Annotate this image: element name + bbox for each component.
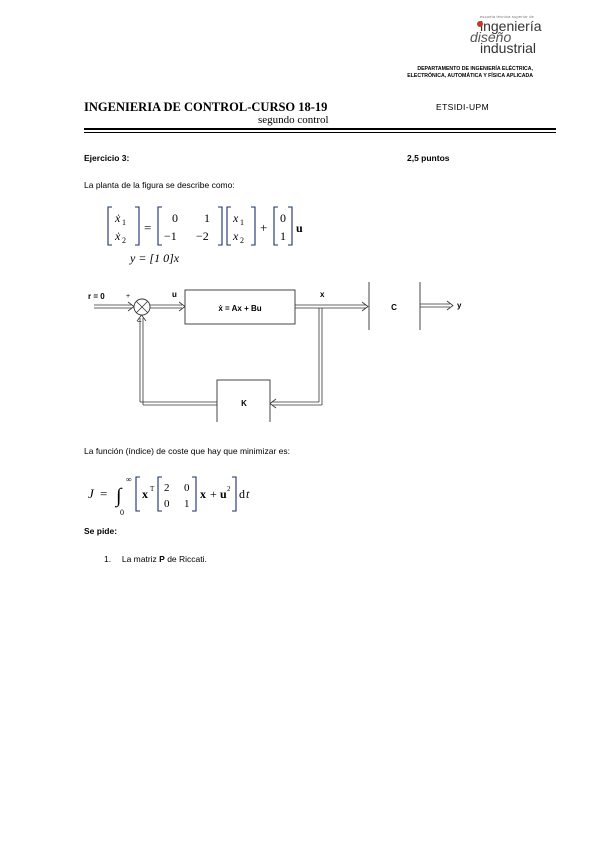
department-block: DEPARTAMENTO DE INGENIERÍA ELÉCTRICA, EL…: [407, 66, 533, 80]
b1: 0: [280, 211, 286, 225]
x2-sub: 2: [240, 236, 244, 245]
c-label: C: [391, 303, 397, 312]
ask-item-text-a: La matriz: [121, 554, 160, 564]
u-arrow: [150, 301, 186, 312]
y-arrow: [420, 300, 454, 311]
xdot2-sub: 2: [122, 236, 126, 245]
logo-small-text: escuela técnica superior de: [480, 14, 535, 19]
a22: −2: [196, 229, 209, 243]
b2: 1: [280, 229, 286, 243]
a11: 0: [172, 211, 178, 225]
x2-text: x: [232, 229, 239, 243]
a12: 1: [204, 211, 210, 225]
input-arrow: [94, 301, 135, 312]
state-equation: ẋ 1 ẋ 2 = 0 1 −1 −2 x 1 x 2 + 0 1 u y = …: [107, 206, 303, 265]
course-title: INGENIERIA DE CONTROL-CURSO 18-19: [84, 100, 328, 114]
xdot2-text: ẋ: [114, 229, 121, 243]
cost-equation: J = ∫ ∞ 0 x T 2 0 0 1 x + u 2 d t: [88, 475, 250, 517]
integral-sign-icon: ∫: [114, 485, 123, 508]
header-rule-thin: [84, 132, 556, 133]
svg-text:=: =: [144, 220, 151, 235]
ask-title: Se pide:: [84, 526, 118, 536]
ask-item-text-c: de Riccati.: [164, 554, 207, 564]
cost-x: x: [200, 487, 206, 501]
xdot1-sub: 1: [122, 218, 126, 227]
q12: 0: [184, 482, 190, 494]
a21: −1: [164, 229, 177, 243]
xdot-vector: ẋ 1 ẋ 2: [107, 206, 140, 246]
x-vector: x 1 x 2: [226, 206, 256, 246]
cost-equals: =: [100, 486, 107, 501]
cost-xT: x: [142, 487, 148, 501]
plant-label: ẋ = Ax + Bu: [218, 304, 261, 313]
u-text: u: [296, 221, 303, 235]
x1-text: x: [232, 211, 239, 225]
q21: 0: [164, 498, 170, 510]
cost-T: T: [150, 485, 155, 493]
cost-plus: +: [210, 487, 217, 501]
x1-sub: 1: [240, 218, 244, 227]
plus-sign: +: [126, 293, 130, 300]
logo-line-2: diseño: [470, 29, 512, 45]
feedback-path: [136, 308, 323, 409]
logo-line-1: ingeniería: [480, 18, 542, 34]
ask-item-text-b: P: [159, 554, 165, 564]
u-label: u: [172, 290, 177, 299]
x-label: x: [320, 290, 325, 299]
exercise-intro: La planta de la figura se describe como:: [84, 180, 235, 190]
y-label: y: [457, 301, 462, 310]
k-label: K: [241, 399, 247, 408]
integral-lower: 0: [120, 508, 124, 517]
exercise-points: 2,5 puntos: [407, 153, 450, 163]
block-diagram: r = 0 + − u ẋ = Ax + Bu x C y: [88, 282, 462, 422]
x-arrow: [295, 301, 369, 312]
department-line-2: ELECTRÓNICA, AUTOMÁTICA Y FÍSICA APLICAD…: [407, 73, 533, 79]
school-logo: escuela técnica superior de ingeniería d…: [458, 14, 542, 56]
cost-t: t: [246, 487, 250, 501]
cost-d: d: [239, 487, 245, 501]
minus-sign: −: [137, 317, 142, 326]
header-rule-thick: [84, 128, 556, 130]
department-line-1: DEPARTAMENTO DE INGENIERÍA ELÉCTRICA,: [417, 66, 533, 72]
cost-J: J: [88, 486, 95, 501]
q11: 2: [164, 482, 170, 494]
output-equation: y = [1 0]x: [129, 251, 180, 265]
ask-item-1: 1. La matriz P de Riccati.: [104, 554, 207, 564]
r-label: r = 0: [88, 292, 105, 301]
document-subtitle: segundo control: [258, 114, 329, 126]
logo-line-3: industrial: [480, 40, 537, 56]
logo-mark-icon: [477, 21, 483, 27]
plant-block: [184, 289, 296, 325]
school-name: ETSIDI-UPM: [436, 102, 490, 112]
q22: 1: [184, 498, 190, 510]
summing-junction: [133, 298, 151, 316]
svg-text:+: +: [260, 220, 267, 235]
ask-item-number: 1.: [104, 554, 112, 564]
k-block: [216, 379, 271, 422]
cost-u: u: [220, 487, 227, 501]
cost-intro: La función (índice) de coste que hay que…: [84, 446, 291, 456]
integral-upper: ∞: [126, 475, 132, 484]
exercise-title: Ejercicio 3:: [84, 153, 130, 163]
xdot1-text: ẋ: [114, 211, 121, 225]
b-vector: 0 1: [273, 206, 293, 246]
matrix-a: 0 1 −1 −2: [157, 206, 223, 246]
cost-u-sq: 2: [227, 485, 231, 493]
